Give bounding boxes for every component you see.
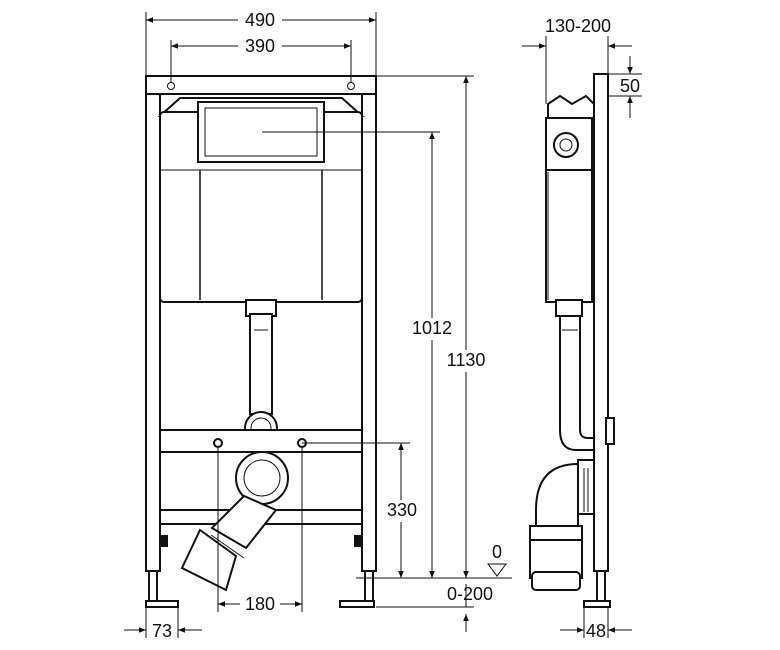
- dim-outlet-offset: 180: [245, 594, 275, 614]
- dim-side-foot-width: 48: [586, 621, 606, 641]
- dim-cistern-height: 1012: [412, 318, 452, 338]
- side-post: [593, 73, 609, 572]
- dim-frame-height: 1130: [447, 350, 486, 370]
- dimension-labels: 490 390 130-200 50 1012 1130 330 0 0-200…: [152, 8, 640, 641]
- dim-floor-range: 0-200: [447, 584, 493, 604]
- side-flush-pipe: [559, 315, 595, 451]
- dim-foot-width: 73: [152, 621, 172, 641]
- front-view: [145, 75, 377, 608]
- dim-floor-mark: 0: [492, 542, 502, 562]
- top-rail: [145, 75, 377, 95]
- left-post: [145, 75, 161, 572]
- flush-pipe: [249, 313, 273, 415]
- right-foot: [364, 570, 374, 602]
- dim-mount-spacing: 390: [245, 36, 275, 56]
- dim-outlet-height: 330: [387, 500, 417, 520]
- side-drain-socket: [577, 459, 595, 515]
- middle-rail: [159, 429, 363, 453]
- dim-frame-width: 490: [245, 10, 275, 30]
- side-cistern: [545, 169, 593, 303]
- left-foot: [148, 570, 158, 602]
- right-post: [361, 75, 377, 572]
- side-view: [529, 73, 615, 608]
- dim-depth-range: 130-200: [545, 16, 611, 36]
- side-drain-elbow: [535, 462, 579, 531]
- dim-top-offset: 50: [620, 76, 640, 96]
- drain-elbow: [210, 494, 278, 550]
